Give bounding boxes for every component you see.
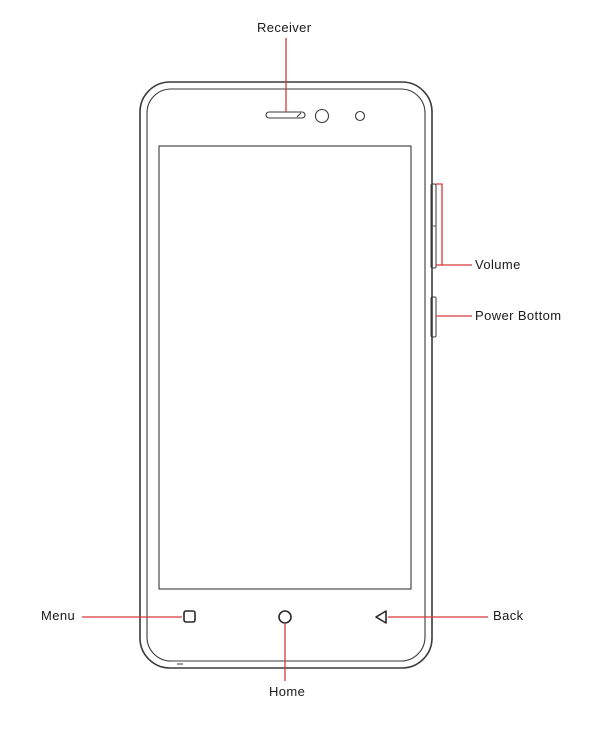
power-label: Power Bottom [475, 309, 561, 322]
phone-body-outer [140, 82, 432, 668]
screen [159, 146, 411, 589]
triangle-left-icon [376, 611, 386, 623]
front-camera-icon [316, 110, 329, 123]
circle-icon [279, 611, 291, 623]
receiver-slot-detail [297, 113, 301, 117]
volume-label: Volume [475, 258, 521, 271]
sensor-icon [356, 112, 365, 121]
square-icon [184, 611, 195, 622]
phone-body-inner [147, 89, 425, 661]
menu-label: Menu [41, 609, 75, 622]
volume-leader-line [436, 184, 472, 265]
home-label: Home [269, 685, 305, 698]
receiver-label: Receiver [257, 21, 312, 34]
back-label: Back [493, 609, 524, 622]
